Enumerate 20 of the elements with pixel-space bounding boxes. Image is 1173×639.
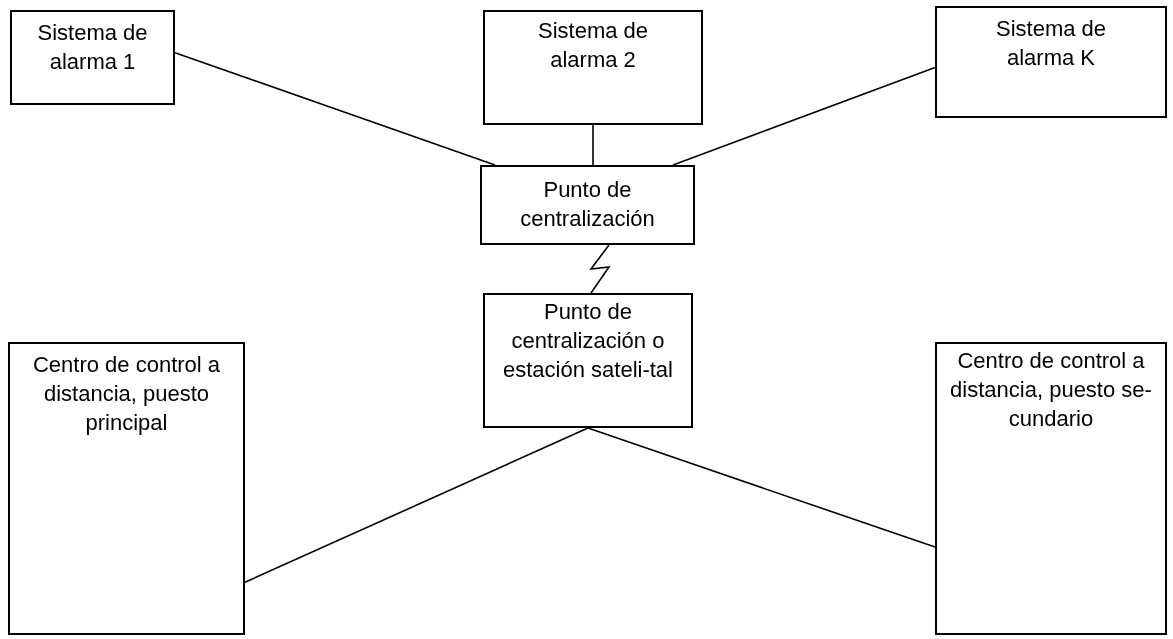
connector-line	[672, 66, 936, 166]
process-box	[10, 10, 175, 105]
process-box	[8, 342, 245, 635]
zigzag-link	[589, 244, 611, 294]
process-box	[935, 342, 1167, 635]
connector-line	[174, 51, 496, 166]
process-box	[935, 6, 1167, 118]
process-box	[483, 10, 703, 125]
connector-line	[587, 427, 936, 548]
box-label: Punto de centralización	[519, 176, 656, 233]
process-box	[480, 165, 695, 245]
box-label: Centro de control a distancia, puesto principal	[31, 351, 222, 437]
process-box	[483, 293, 693, 428]
connector-line	[244, 427, 589, 584]
box-label: Centro de control a distancia, puesto se-cundario	[949, 347, 1153, 433]
box-label: Sistema de alarma 2	[536, 17, 650, 74]
box-label: Punto de centralización o estación sateli-tal	[502, 298, 674, 384]
connector-line	[592, 124, 594, 166]
box-label: Sistema de alarma 1	[36, 19, 149, 76]
box-label: Sistema de alarma K	[994, 15, 1108, 72]
